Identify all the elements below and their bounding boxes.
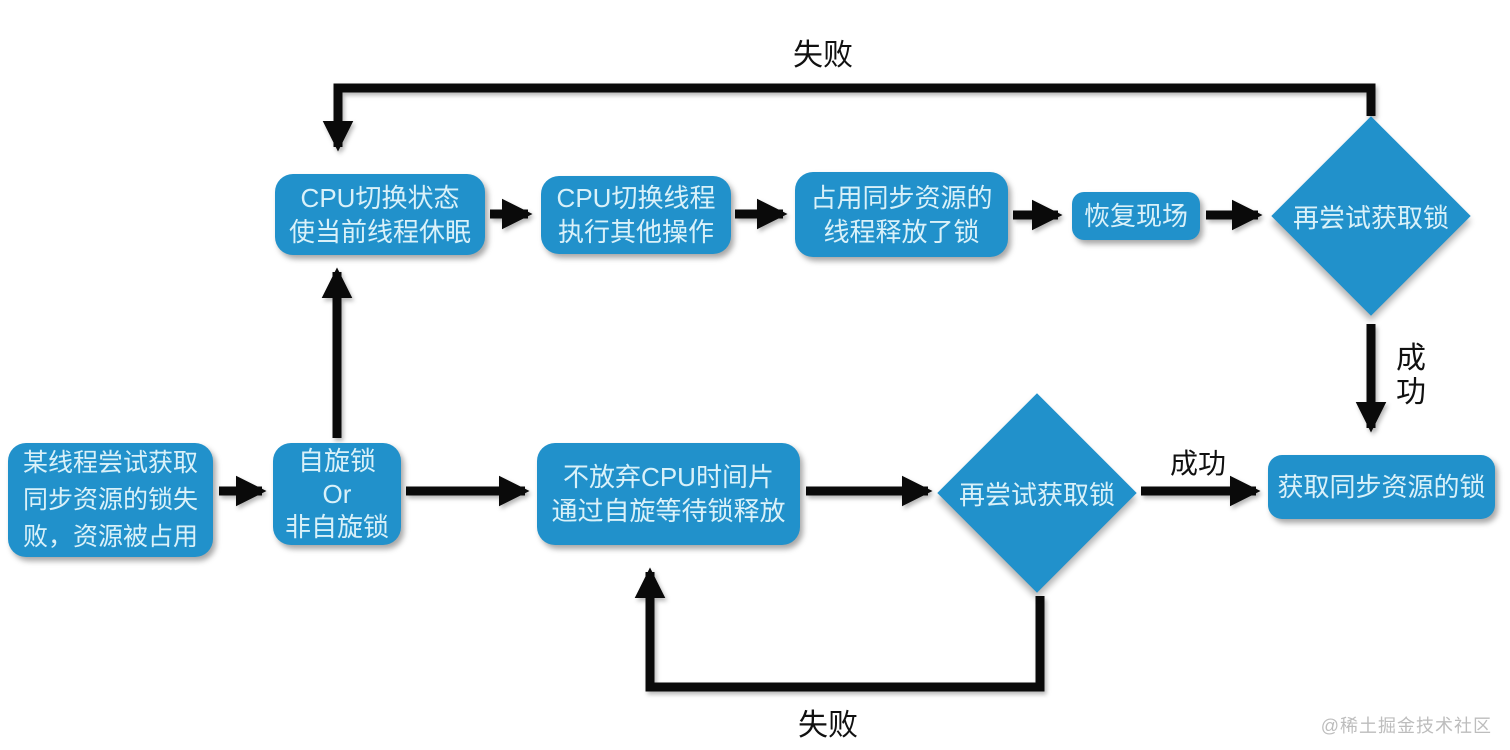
decision-label: 再尝试获取锁 (1292, 202, 1449, 233)
node-text-line: 非自旋锁 (284, 511, 389, 542)
edge-label-success-vertical: 成功 (1396, 342, 1426, 409)
decision-label: 再尝试获取锁 (958, 479, 1115, 510)
node-text-line: 使当前线程休眠 (288, 216, 471, 247)
flowchart-decision-retry-top: 再尝试获取锁 (1271, 116, 1471, 316)
edge-label-fail-top: 失败 (793, 39, 853, 72)
flowchart-node-no-yield: 不放弃CPU时间片 通过自旋等待锁释放 (537, 443, 800, 545)
node-text-line: 通过自旋等待锁释放 (551, 496, 786, 526)
flowchart-node-release-lock: 占用同步资源的 线程释放了锁 (795, 172, 1008, 257)
flowchart-node-acquire-lock: 获取同步资源的锁 (1268, 455, 1495, 519)
node-text-line: 败，资源被占用 (22, 522, 198, 551)
node-text-line: 获取同步资源的锁 (1277, 472, 1486, 502)
node-text-line: 恢复现场 (1083, 201, 1188, 231)
node-text-line: 占用同步资源的 (810, 182, 993, 213)
watermark-juejin: @稀土掘金技术社区 (1320, 716, 1492, 736)
node-text-line: Or (322, 478, 352, 509)
flowchart-decision-retry-bottom: 再尝试获取锁 (937, 393, 1137, 593)
arrow-retrybottom-fail-loop (634, 567, 1045, 692)
node-text-line: 某线程尝试获取 (22, 448, 198, 477)
node-text-line: CPU切换线程 (556, 183, 716, 213)
node-text-line: 不放弃CPU时间片 (563, 462, 774, 492)
flowchart-node-spin-or: 自旋锁 Or 非自旋锁 (273, 443, 401, 545)
arrow-retrytop-fail-loop (322, 83, 1376, 152)
node-text-line: 线程释放了锁 (823, 216, 980, 247)
flowchart-node-start: 某线程尝试获取 同步资源的锁失 败，资源被占用 (8, 443, 213, 557)
flowchart-node-restore-scene: 恢复现场 (1072, 192, 1200, 240)
node-text-line: 执行其他操作 (557, 217, 714, 247)
edge-label-success-horizontal: 成功 (1169, 448, 1226, 479)
node-text-line: 同步资源的锁失 (22, 485, 198, 514)
flowchart-node-cpu-thread: CPU切换线程 执行其他操作 (541, 176, 731, 254)
node-text-line: 自旋锁 (297, 445, 376, 476)
edge-label-fail-bottom: 失败 (798, 709, 858, 742)
flowchart-node-cpu-state: CPU切换状态 使当前线程休眠 (275, 174, 485, 255)
node-text-line: CPU切换状态 (300, 182, 460, 213)
